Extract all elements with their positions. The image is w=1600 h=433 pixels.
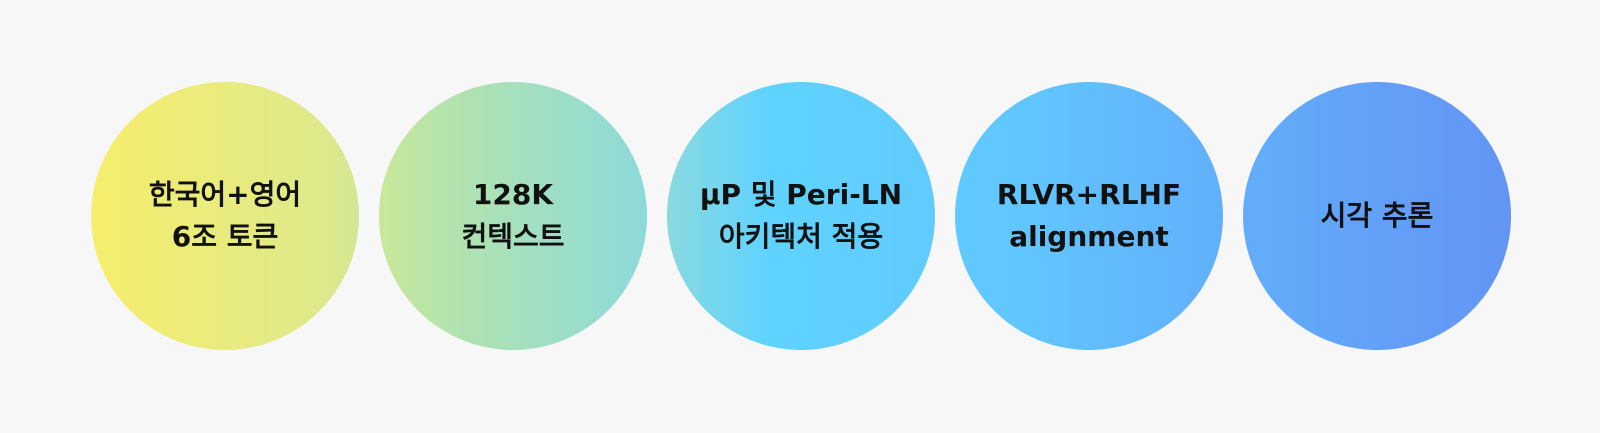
circle-label: 시각 추론 — [1243, 82, 1511, 350]
feature-circle-context: 128K 컨텍스트 — [379, 82, 647, 350]
circle-label-line2: 6조 토큰 — [171, 220, 279, 253]
feature-circle-tokens: 한국어+영어 6조 토큰 — [91, 82, 359, 350]
feature-circle-architecture: μP 및 Peri-LN 아키텍처 적용 — [667, 82, 935, 350]
circle-label: RLVR+RLHF alignment — [955, 82, 1223, 350]
circle-label-line1: 한국어+영어 — [148, 178, 302, 211]
circle-gradient-fill — [379, 82, 647, 350]
circle-label-line1: 시각 추론 — [1320, 199, 1434, 232]
circle-gradient-fill — [1243, 82, 1511, 350]
feature-circle-visual-reasoning: 시각 추론 — [1243, 82, 1511, 350]
feature-circle-alignment: RLVR+RLHF alignment — [955, 82, 1223, 350]
circle-label-line2: alignment — [1009, 220, 1169, 253]
circle-gradient-fill — [91, 82, 359, 350]
circle-label-line1: RLVR+RLHF — [996, 178, 1182, 211]
circle-gradient-fill — [955, 82, 1223, 350]
circle-label-line1: 128K — [472, 178, 554, 211]
circle-label: 한국어+영어 6조 토큰 — [91, 82, 359, 350]
circle-label-line1: μP 및 Peri-LN — [699, 178, 903, 211]
circle-label-line2: 컨텍스트 — [461, 220, 565, 253]
circle-gradient-fill — [667, 82, 935, 350]
circle-label: μP 및 Peri-LN 아키텍처 적용 — [667, 82, 935, 350]
circle-label-line2: 아키텍처 적용 — [718, 220, 884, 253]
circle-label: 128K 컨텍스트 — [379, 82, 647, 350]
